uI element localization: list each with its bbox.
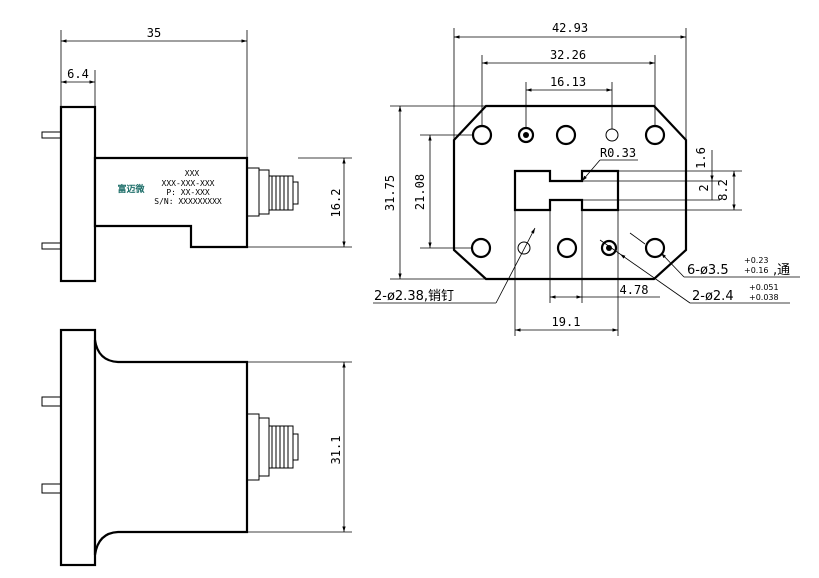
dowel-pin-left	[517, 241, 531, 255]
dim-height-outer: 31.75	[383, 175, 397, 211]
thru-hole-2	[555, 124, 577, 146]
thru-hole-3	[644, 124, 666, 146]
dim-19-1: 19.1	[552, 315, 581, 329]
thru-hole-5	[556, 237, 578, 259]
dim-8-2: 8.2	[716, 179, 730, 201]
dim-radius: R0.33	[600, 146, 636, 160]
dim-width-holes: 32.26	[550, 48, 586, 62]
side-view: XXX XXX-XXX-XXX P: XX-XXX S/N: XXXXXXXXX…	[41, 26, 352, 283]
flange-face-view: 42.93 32.26 16.13 31.75 21.08 R0.33 1.6	[373, 21, 800, 336]
waveguide-aperture	[513, 169, 620, 212]
thru-hole-4	[470, 237, 492, 259]
label-line-1: XXX	[185, 169, 200, 178]
dim-width-pins: 16.13	[550, 75, 586, 89]
dim-1-6: 1.6	[694, 147, 708, 169]
label-line-3: P: XX-XXX	[166, 188, 210, 197]
callout-thru-holes-tol-plus: +0.23	[744, 256, 769, 265]
pin-hole-bottom	[600, 239, 618, 257]
dim-bottom-height: 31.1	[329, 436, 343, 465]
side-pin-top	[41, 131, 62, 139]
bottom-pin-top	[41, 396, 62, 407]
thru-hole-6	[644, 237, 666, 259]
bottom-view: 31.1	[41, 328, 352, 567]
bottom-pin-bottom	[41, 483, 62, 494]
callout-thru-holes-tol-minus: +0.16	[744, 266, 769, 275]
bottom-body	[93, 339, 249, 556]
callout-pin-holes-tol-minus: +0.038	[749, 293, 779, 302]
dim-2: 2	[697, 184, 711, 191]
dim-height-holes: 21.08	[413, 174, 427, 210]
dim-width-outer: 42.93	[552, 21, 588, 35]
dim-side-height: 16.2	[329, 189, 343, 218]
callout-pin-holes-tol-plus: +0.051	[749, 283, 779, 292]
pin-hole-top-right	[605, 128, 619, 142]
callout-dowel-pins: 2-ø2.38,销钉	[374, 289, 454, 304]
label-line-4: S/N: XXXXXXXXX	[154, 197, 222, 206]
side-flange	[59, 105, 97, 283]
thru-hole-1	[471, 124, 493, 146]
callout-thru-holes-suffix: ,通	[773, 263, 790, 278]
dim-length: 35	[147, 26, 161, 40]
dim-4-78: 4.78	[620, 283, 649, 297]
callout-thru-holes: 6-ø3.5	[687, 263, 729, 278]
bottom-flange	[59, 328, 97, 567]
dim-flange-thickness: 6.4	[67, 67, 89, 81]
bottom-sma-connector	[246, 413, 299, 481]
side-sma-connector	[246, 167, 299, 217]
label-line-2: XXX-XXX-XXX	[162, 179, 215, 188]
company-logo: 富迈微	[117, 183, 145, 195]
side-pin-bottom	[41, 242, 62, 250]
flange-outline	[452, 104, 688, 281]
callout-pin-holes: 2-ø2.4	[692, 289, 734, 304]
